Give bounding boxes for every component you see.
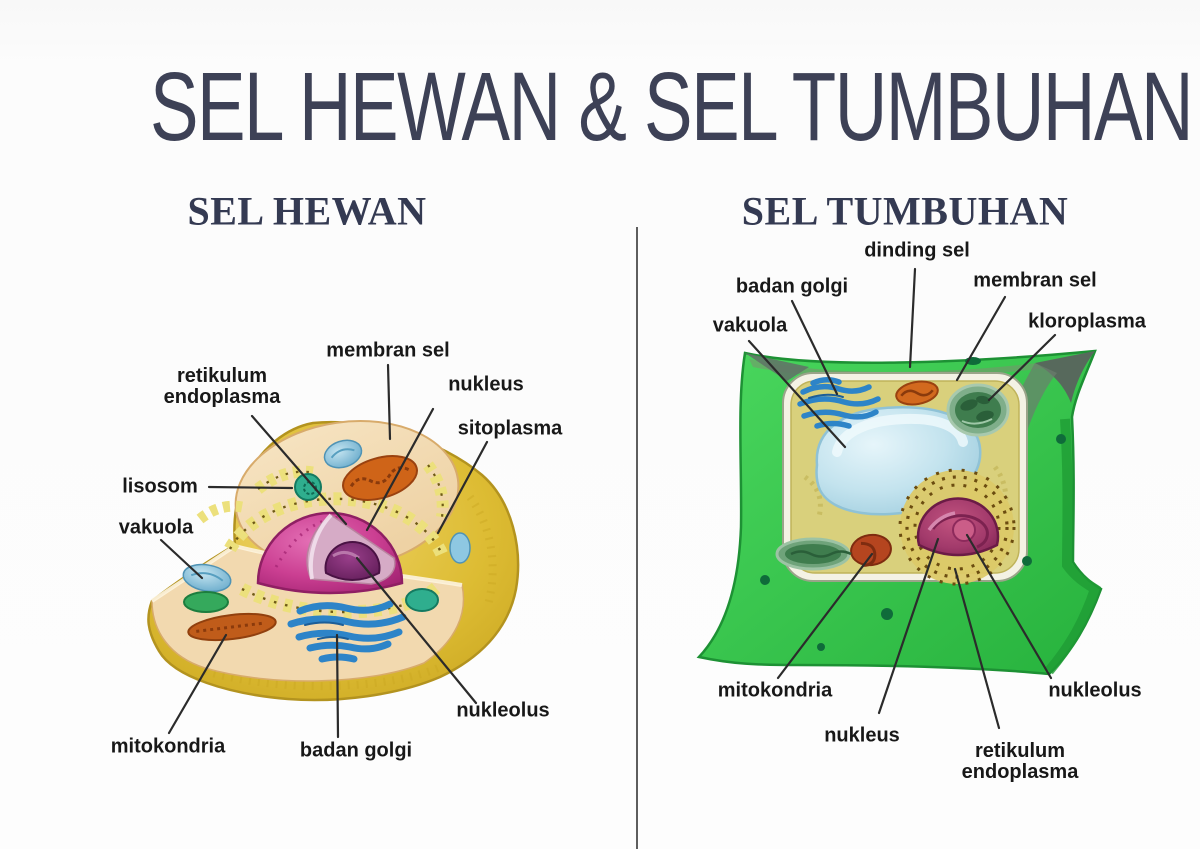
vacuole-right bbox=[449, 532, 471, 564]
animal-cell-heading: SEL HEWAN bbox=[187, 188, 427, 234]
label-vakuola-plant: vakuola bbox=[712, 314, 788, 337]
plant-cell-panel: dinding sel badan golgi membran sel vaku… bbox=[637, 227, 1200, 849]
lysosome-left bbox=[183, 591, 229, 613]
label-dinding-sel: dinding sel bbox=[864, 239, 970, 262]
nucleolus-plant bbox=[952, 518, 976, 542]
label-retikulum-endoplasma: retikulum endoplasma bbox=[163, 364, 281, 408]
label-sitoplasma: sitoplasma bbox=[457, 417, 563, 440]
animal-cell-panel: membran sel retikulum endoplasma nukleus… bbox=[0, 227, 637, 849]
lysosome-top bbox=[294, 473, 322, 501]
vacuole-top bbox=[323, 439, 363, 469]
label-badan-golgi: badan golgi bbox=[299, 739, 413, 762]
label-membran-sel-plant: membran sel bbox=[973, 269, 1097, 292]
label-mitokondria-plant: mitokondria bbox=[717, 679, 833, 702]
label-nukleolus: nukleolus bbox=[456, 699, 550, 722]
label-membran-sel: membran sel bbox=[326, 339, 450, 362]
label-kloroplasma: kloroplasma bbox=[1028, 310, 1146, 333]
plant-cell-illustration bbox=[696, 267, 1103, 730]
leader-lines bbox=[159, 363, 489, 739]
label-vakuola: vakuola bbox=[118, 516, 194, 539]
chloroplast-bottom bbox=[775, 537, 852, 571]
label-badan-golgi-plant: badan golgi bbox=[735, 275, 849, 298]
label-mitokondria: mitokondria bbox=[110, 735, 226, 758]
mitochondrion-plant-top bbox=[895, 380, 939, 406]
leader-lines-plant bbox=[747, 267, 1057, 730]
page-title: SEL HEWAN & SEL TUMBUHAN bbox=[150, 52, 1194, 161]
animal-cell-illustration bbox=[147, 363, 520, 739]
panel-divider bbox=[636, 227, 638, 849]
label-nukleus-plant: nukleus bbox=[824, 724, 900, 747]
plasmodesmata-dots bbox=[760, 357, 1066, 651]
label-nukleolus-plant: nukleolus bbox=[1048, 679, 1142, 702]
label-nukleus: nukleus bbox=[448, 373, 524, 396]
lysosome-right bbox=[405, 588, 439, 612]
label-lisosom: lisosom bbox=[122, 475, 198, 498]
mitochondrion-bottom bbox=[187, 612, 277, 642]
plant-cell-heading: SEL TUMBUHAN bbox=[741, 188, 1069, 234]
chloroplast-top bbox=[946, 383, 1010, 437]
label-retikulum-endoplasma-plant: retikulum endoplasma bbox=[961, 739, 1079, 783]
